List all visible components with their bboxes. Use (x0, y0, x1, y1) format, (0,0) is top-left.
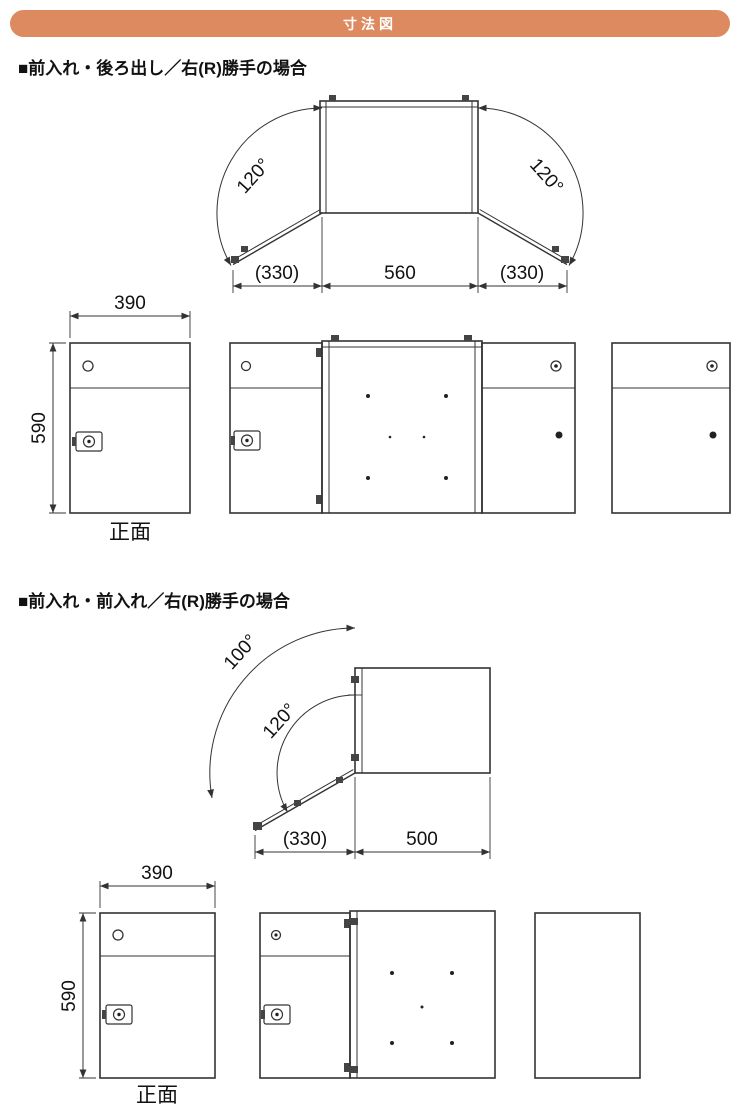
screw-dot (450, 971, 454, 975)
hinge-mark (344, 919, 350, 928)
screw-dot (366, 476, 370, 480)
screw-dot (444, 476, 448, 480)
dim-label-500: 500 (406, 829, 438, 850)
screw-dot (366, 394, 370, 398)
dim-label-330: (330) (283, 829, 327, 850)
hinge-mark (253, 822, 262, 830)
front-right-unit (534, 912, 641, 1079)
screw-dot (450, 1041, 454, 1045)
hinge-mark (316, 348, 322, 357)
front-caption: 正面 (136, 1084, 178, 1107)
hinge-mark (552, 246, 559, 252)
screw-dot (390, 1041, 394, 1045)
dim-label-330-left: (330) (255, 263, 299, 284)
hinge-mark (464, 335, 472, 341)
section1-title: ■前入れ・後ろ出し／右(R)勝手の場合 (18, 59, 307, 78)
lock-icon (231, 430, 261, 451)
screw-dot (390, 971, 394, 975)
banner-title: 寸法図 (343, 15, 397, 32)
dim-label-330-right: (330) (500, 263, 544, 284)
lock-icon (102, 1004, 133, 1025)
front-open-assembly (229, 335, 576, 514)
front-right-unit (611, 342, 731, 514)
right-door-open (477, 209, 569, 266)
angle-label-left: 120° (233, 155, 275, 198)
screw-dot (420, 1005, 424, 1009)
screw-dot (388, 435, 392, 439)
screw-dot (444, 394, 448, 398)
hinge-mark (561, 256, 569, 263)
keyhole-circle (706, 360, 718, 372)
hinge-mark (294, 800, 301, 806)
section1-top-view: 120° 120° (330) 560 (330) (216, 95, 584, 293)
keyhole-circle (550, 360, 562, 372)
dim-label-width: 390 (141, 863, 173, 884)
keyhole-circle (240, 360, 252, 372)
front-left-unit: 390 590 正面 (29, 293, 191, 544)
section2-front-view: 390 590 正面 (59, 863, 641, 1107)
lock-icon (261, 1004, 291, 1025)
hinge-mark (241, 246, 248, 252)
hinge-mark (351, 754, 359, 761)
front-left-unit: 390 590 正面 (59, 863, 216, 1107)
box-top-view (319, 100, 479, 214)
box-top-view (354, 667, 491, 774)
section1-diagram: 120° 120° (330) 560 (330) 390 (29, 95, 731, 544)
knob-dot (555, 431, 563, 439)
dim-label-560: 560 (384, 263, 416, 284)
right-swing-arc (477, 104, 584, 266)
front-caption: 正面 (109, 521, 151, 544)
section1-front-view: 390 590 正面 (29, 293, 731, 544)
front-open-assembly (259, 910, 496, 1079)
hinge-mark (231, 256, 239, 263)
outer-swing-arc (207, 624, 356, 799)
hinge-mark (336, 777, 343, 783)
hinge-mark (331, 335, 339, 341)
hinge-mark (351, 676, 359, 683)
section2-top-view: 100° 120° (330) 500 (207, 624, 491, 859)
left-door-open (231, 209, 323, 266)
hinge-mark (462, 95, 469, 101)
hinge-mark (349, 918, 358, 925)
screw-dot (422, 435, 426, 439)
keyhole-circle (112, 929, 124, 941)
open-door (253, 769, 356, 832)
angle-label-inner: 120° (259, 700, 301, 743)
keyhole-circle (82, 360, 94, 372)
section2-diagram: 100° 120° (330) 500 390 5 (59, 624, 641, 1107)
hinge-mark (349, 1066, 358, 1073)
dim-label-width: 390 (114, 293, 146, 314)
hinge-mark (344, 1063, 350, 1072)
section2-title: ■前入れ・前入れ／右(R)勝手の場合 (18, 592, 290, 611)
dim-label-height: 590 (59, 980, 80, 1012)
angle-label-right: 120° (525, 155, 567, 198)
hinge-mark (316, 495, 322, 504)
knob-dot (709, 431, 717, 439)
left-swing-arc (216, 104, 323, 266)
title-banner: 寸法図 (10, 10, 730, 37)
keyhole-circle (270, 929, 282, 941)
inner-swing-arc (276, 694, 356, 813)
dim-label-height: 590 (29, 412, 50, 444)
hinge-mark (329, 95, 336, 101)
lock-icon (72, 431, 103, 452)
